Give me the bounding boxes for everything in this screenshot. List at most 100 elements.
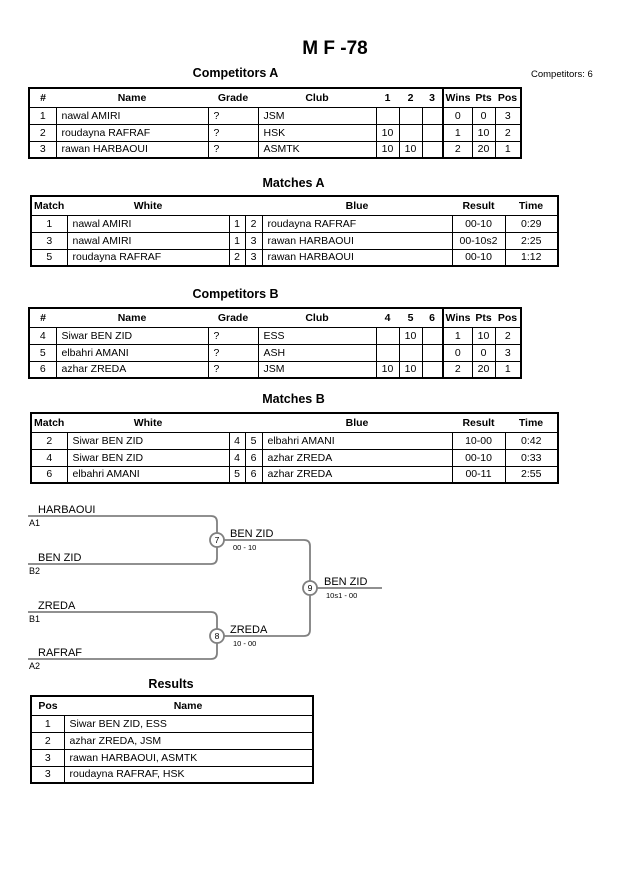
cell-pos: 3 xyxy=(494,343,522,362)
cell-blue-seed: 3 xyxy=(244,248,263,267)
header-blue: Blue xyxy=(262,413,452,433)
matches-b-heading: Matches B xyxy=(262,392,325,406)
cell-round-score xyxy=(375,106,400,125)
cell-blue-seed: 6 xyxy=(244,448,263,467)
header-name: Name xyxy=(56,308,208,328)
cell-pts: 10 xyxy=(471,326,496,345)
page-title: M F -78 xyxy=(302,38,368,59)
competitors-b-table: # Name Grade Club 4 5 6 Wins Pts Pos xyxy=(28,307,522,379)
cell-round-score xyxy=(421,106,444,125)
cell-grade: ? xyxy=(207,360,259,379)
table-row: 1 nawal AMIRI ? JSM 0 0 3 xyxy=(28,106,522,125)
table-row: 3 rawan HARBAOUI ? ASMTK 10 10 2 20 1 xyxy=(28,140,522,159)
cell-pos: 3 xyxy=(30,765,65,784)
header-round-3: 3 xyxy=(422,88,443,108)
cell-white-seed: 5 xyxy=(228,465,246,484)
cell-number: 3 xyxy=(28,140,57,159)
matches-a-heading: Matches A xyxy=(262,176,325,190)
matches-b-table: Match White Blue Result Time 2 Siwa xyxy=(30,412,559,484)
match-9-score: 10s1 - 00 xyxy=(326,591,357,600)
cell-number: 1 xyxy=(28,106,57,125)
header-round-2: 2 xyxy=(399,88,422,108)
cell-name: rawan HARBAOUI xyxy=(55,140,209,159)
cell-wins: 2 xyxy=(442,360,473,379)
match-9-number-circle xyxy=(302,580,318,596)
bracket-slot-seed: A1 xyxy=(29,518,40,528)
cell-result: 00-11 xyxy=(451,465,506,484)
bracket-slot-seed: A2 xyxy=(29,661,40,671)
header-pos: Pos xyxy=(495,308,521,328)
table-header-row: Match White Blue Result Time xyxy=(31,413,558,433)
table-header-row: Match White Blue Result Time xyxy=(31,196,558,216)
cell-result: 00-10s2 xyxy=(451,231,506,250)
cell-blue-name: azhar ZREDA xyxy=(261,465,453,484)
cell-number: 4 xyxy=(28,326,57,345)
match-7-number: 7 xyxy=(215,535,220,545)
cell-grade: ? xyxy=(207,140,259,159)
final-bracket-diagram: HARBAOUI A1 BEN ZID B2 ZREDA B1 RAFRAF A… xyxy=(28,504,382,671)
header-result: Result xyxy=(452,413,505,433)
header-round-4: 4 xyxy=(376,308,399,328)
header-name: Name xyxy=(64,696,313,716)
header-result: Result xyxy=(452,196,505,216)
match-8-number-circle xyxy=(209,628,225,644)
cell-name: elbahri AMANI xyxy=(55,343,209,362)
cell-round-score xyxy=(421,140,444,159)
header-club: Club xyxy=(258,308,376,328)
header-time: Time xyxy=(505,196,558,216)
cell-round-score xyxy=(375,343,400,362)
header-white: White xyxy=(67,196,229,216)
cell-match-number: 5 xyxy=(30,248,68,267)
cell-round-score xyxy=(398,123,423,142)
cell-club: ASH xyxy=(257,343,377,362)
cell-pos: 1 xyxy=(30,714,65,733)
cell-club: ESS xyxy=(257,326,377,345)
cell-round-score xyxy=(375,326,400,345)
cell-white-seed: 2 xyxy=(228,248,246,267)
cell-grade: ? xyxy=(207,343,259,362)
cell-white-name: roudayna RAFRAF xyxy=(66,248,230,267)
cell-white-seed: 1 xyxy=(228,214,246,233)
header-pos: Pos xyxy=(31,696,64,716)
cell-pos: 3 xyxy=(30,748,65,767)
table-row: 4 Siwar BEN ZID 4 6 azhar ZREDA 00-10 0:… xyxy=(30,448,559,467)
cell-blue-seed: 5 xyxy=(244,431,263,450)
cell-pts: 20 xyxy=(471,140,496,159)
cell-pos: 1 xyxy=(494,140,522,159)
bracket-slot-seed: B2 xyxy=(29,566,40,576)
header-blue-number xyxy=(245,196,262,216)
header-white: White xyxy=(67,413,229,433)
bracket-lines xyxy=(28,515,382,660)
cell-competitor: rawan HARBAOUI, ASMTK xyxy=(63,748,314,767)
cell-pos: 2 xyxy=(494,326,522,345)
cell-wins: 1 xyxy=(442,123,473,142)
bracket-slot-name: BEN ZID xyxy=(38,552,81,564)
cell-round-score xyxy=(421,360,444,379)
header-match: Match xyxy=(31,413,67,433)
cell-grade: ? xyxy=(207,123,259,142)
match-9-number: 9 xyxy=(308,583,313,593)
cell-name: azhar ZREDA xyxy=(55,360,209,379)
header-number: # xyxy=(29,88,56,108)
table-row: 4 Siwar BEN ZID ? ESS 10 1 10 2 xyxy=(28,326,522,345)
results-heading: Results xyxy=(148,677,194,691)
table-row: 5 roudayna RAFRAF 2 3 rawan HARBAOUI 00-… xyxy=(30,248,559,267)
match-9-winner: BEN ZID xyxy=(324,576,367,588)
cell-time: 2:25 xyxy=(504,231,559,250)
matches-a-table: Match White Blue Result Time 1 nawa xyxy=(30,195,559,267)
cell-match-number: 4 xyxy=(30,448,68,467)
cell-club: ASMTK xyxy=(257,140,377,159)
cell-time: 2:55 xyxy=(504,465,559,484)
cell-round-score: 10 xyxy=(375,140,400,159)
table-row: 1 nawal AMIRI 1 2 roudayna RAFRAF 00-10 … xyxy=(30,214,559,233)
cell-white-name: elbahri AMANI xyxy=(66,465,230,484)
cell-wins: 0 xyxy=(442,106,473,125)
header-wins: Wins xyxy=(442,88,472,108)
table-header-row: # Name Grade Club 4 5 6 Wins Pts Pos xyxy=(29,308,521,328)
competitors-a-heading: Competitors A xyxy=(192,66,279,80)
header-match: Match xyxy=(31,196,67,216)
cell-round-score xyxy=(398,343,423,362)
bracket-slot-name: HARBAOUI xyxy=(38,504,95,516)
match-7-number-circle xyxy=(209,532,225,548)
